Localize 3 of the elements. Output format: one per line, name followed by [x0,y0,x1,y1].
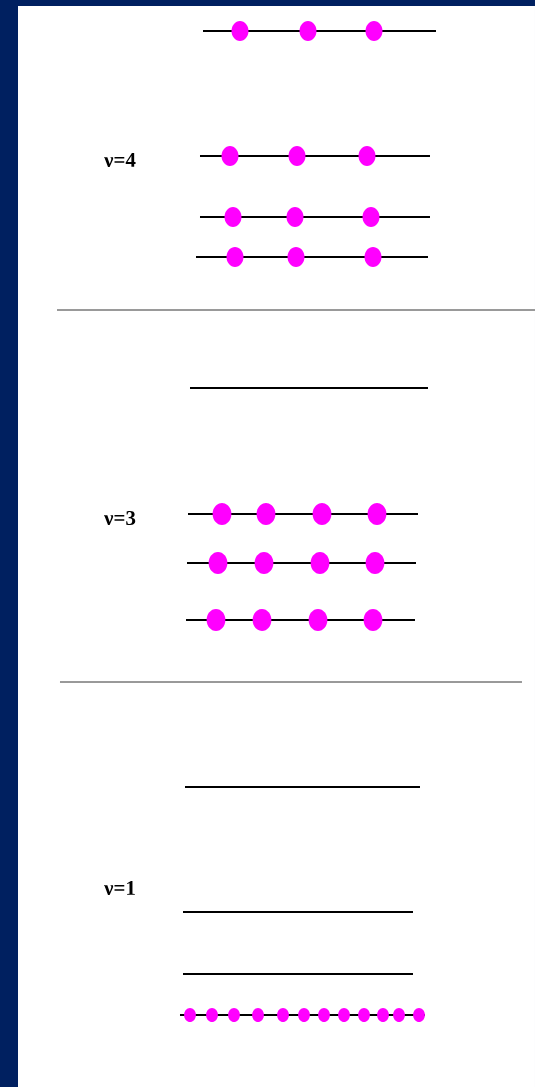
level-label: ν=4 [104,153,136,168]
level-label: ν=1 [104,880,135,896]
level-label: ν=3 [104,510,136,526]
